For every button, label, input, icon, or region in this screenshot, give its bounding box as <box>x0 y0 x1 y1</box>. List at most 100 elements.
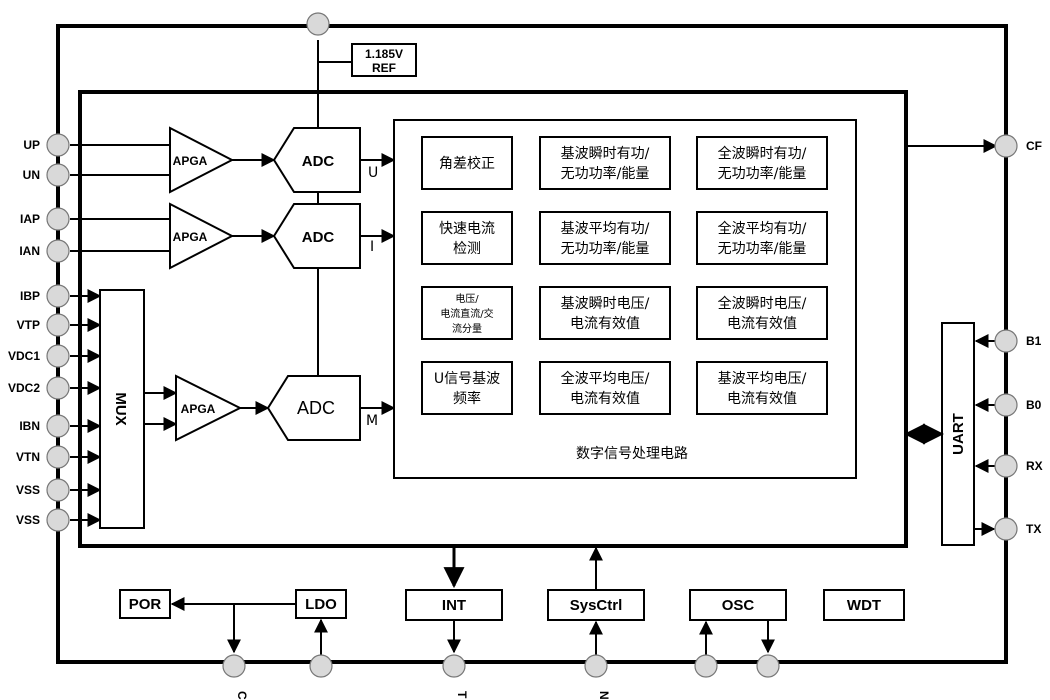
uart-label: UART <box>950 413 967 455</box>
pin-tx[interactable] <box>994 517 1018 541</box>
dsp-cell-text: 基波平均电压/ <box>718 370 807 387</box>
dsp-cell <box>421 211 513 265</box>
pin-vss-1[interactable] <box>46 478 70 502</box>
por-block <box>119 589 171 619</box>
pin-vdc2[interactable] <box>46 376 70 400</box>
pin-iap[interactable] <box>46 207 70 231</box>
osc-block <box>689 589 787 621</box>
dsp-cell-text: 电流有效值 <box>727 391 797 407</box>
dsp-cell <box>421 136 513 190</box>
pin-cf[interactable] <box>994 134 1018 158</box>
pin-bottom-ldo[interactable] <box>309 654 333 678</box>
dsp-cell-text: 电流有效值 <box>570 316 640 332</box>
dsp-cell-text: 电压/ <box>455 292 479 305</box>
pin-bottom-sysctrl[interactable] <box>584 654 608 678</box>
pin-vtn[interactable] <box>46 445 70 469</box>
pin-vtp[interactable] <box>46 313 70 337</box>
adc-out-m: M <box>366 413 378 429</box>
pin-up[interactable] <box>46 133 70 157</box>
pin-vdc1[interactable] <box>46 344 70 368</box>
pin-b1[interactable] <box>994 329 1018 353</box>
pin-bottom-vcc[interactable] <box>222 654 246 678</box>
dsp-cell <box>539 361 671 415</box>
pin-label: VSS <box>16 483 40 497</box>
pin-label: CF <box>1026 139 1042 153</box>
apga-3 <box>175 374 243 442</box>
pin-label: VDC1 <box>8 349 40 363</box>
dsp-cell-text: 快速电流 <box>439 221 495 237</box>
dsp-cell-text: 角差校正 <box>439 155 495 172</box>
int-label: INT <box>442 597 466 614</box>
dsp-cell-text: 全波平均电压/ <box>561 370 650 387</box>
adc-1-label: ADC <box>302 153 335 170</box>
pin-label: RX <box>1026 459 1043 473</box>
top-pin[interactable] <box>306 12 330 36</box>
left-pins: UP UN IAP IAN IBP VTP VDC1 VDC2 IBN VTN … <box>8 133 70 532</box>
dsp-cell-text: 基波平均有功/ <box>561 220 650 237</box>
dsp-cell-text: 电流有效值 <box>727 316 797 332</box>
mux-label: MUX <box>112 392 129 425</box>
dsp-cell <box>539 136 671 190</box>
dsp-cell <box>539 286 671 340</box>
pin-label: IAP <box>20 212 40 226</box>
dsp-cell-text: 全波平均有功/ <box>718 220 807 237</box>
pin-label: IBN <box>19 419 40 433</box>
pin-label: IBP <box>20 289 40 303</box>
mux-block <box>99 289 145 529</box>
dsp-cell-text: 电流有效值 <box>570 391 640 407</box>
dsp-cell-text: 频率 <box>453 390 481 407</box>
dsp-cell <box>696 361 828 415</box>
dsp-cell-text: 无功功率/能量 <box>561 165 650 182</box>
pin-bottom-osc-out[interactable] <box>756 654 780 678</box>
dsp-cell <box>696 136 828 190</box>
pin-ibp[interactable] <box>46 284 70 308</box>
dsp-cell <box>421 361 513 415</box>
dsp-cell-text: 无功功率/能量 <box>561 240 650 257</box>
wdt-label: WDT <box>847 597 881 614</box>
pin-label: VDC2 <box>8 381 40 395</box>
dsp-cell <box>696 211 828 265</box>
pin-ibn[interactable] <box>46 414 70 438</box>
pin-b0[interactable] <box>994 393 1018 417</box>
apga-2-label: APGA <box>173 230 208 244</box>
pin-label-partial: T <box>455 691 469 699</box>
sysctrl-block <box>547 589 645 621</box>
pin-un[interactable] <box>46 163 70 187</box>
dsp-cell <box>539 211 671 265</box>
ldo-block <box>295 589 347 619</box>
ref-label: REF <box>372 61 396 75</box>
dsp-cell <box>421 286 513 340</box>
adc-out-i: I <box>370 239 374 255</box>
pin-label-partial: N <box>597 691 611 700</box>
ldo-label: LDO <box>305 596 337 613</box>
dsp-cell <box>696 286 828 340</box>
dsp-cell-text: 电流直流/交 <box>440 307 493 320</box>
uart-block <box>941 322 975 546</box>
pin-label: UP <box>23 138 40 152</box>
dsp-cells: 角差校正 基波瞬时有功/ 无功功率/能量 全波瞬时有功/ 无功功率/能量 快速电… <box>421 136 828 415</box>
pin-bottom-osc-in[interactable] <box>694 654 718 678</box>
dsp-title: 数字信号处理电路 <box>576 446 688 462</box>
pin-label: VTP <box>17 318 40 332</box>
pin-ian[interactable] <box>46 239 70 263</box>
pin-vss-2[interactable] <box>46 508 70 532</box>
ref-voltage-label: 1.185V <box>365 47 403 61</box>
dsp-cell-text: 全波瞬时电压/ <box>718 295 807 312</box>
apga-2 <box>169 202 235 270</box>
dsp-cell-text: 基波瞬时有功/ <box>561 145 650 162</box>
pin-rx[interactable] <box>994 454 1018 478</box>
dsp-cell-text: 全波瞬时有功/ <box>718 145 807 162</box>
pin-label: UN <box>23 168 40 182</box>
apga-1-label: APGA <box>173 154 208 168</box>
dsp-cell-text: 无功功率/能量 <box>718 240 807 257</box>
pin-bottom-int[interactable] <box>442 654 466 678</box>
por-label: POR <box>129 596 162 613</box>
adc-3-label: ADC <box>297 398 335 418</box>
sysctrl-label: SysCtrl <box>570 597 623 614</box>
adc-out-u: U <box>368 165 378 181</box>
adc-2-label: ADC <box>302 229 335 246</box>
osc-label: OSC <box>722 597 755 614</box>
dsp-cell-text: 检测 <box>453 241 481 257</box>
wdt-block <box>823 589 905 621</box>
